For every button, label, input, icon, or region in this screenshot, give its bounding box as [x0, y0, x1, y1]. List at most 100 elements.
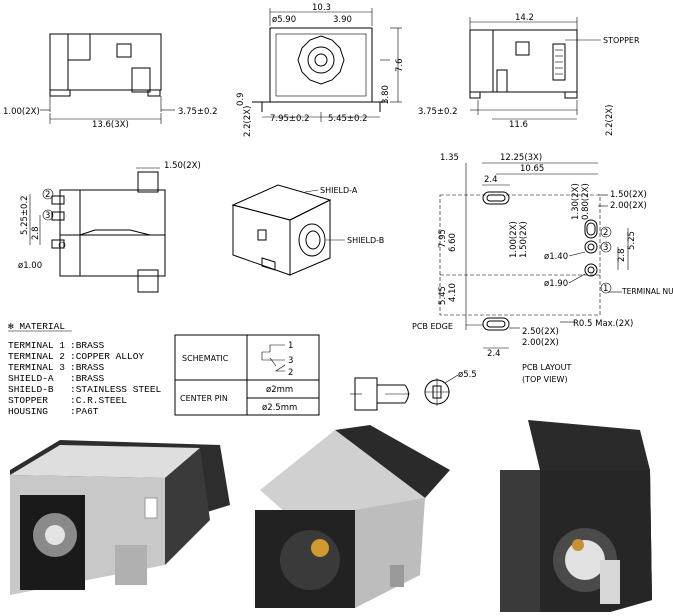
schematic-pin-1: 1 — [288, 341, 293, 351]
pcb-dim-660: 6.60 — [448, 233, 458, 252]
schematic-pin-3: 3 — [288, 356, 293, 366]
dim-right-bottom: 11.6 — [509, 120, 528, 130]
middle-side-view: 1.50(2X) 2 3 5.25±0.2 2.8 ø1.00 — [18, 161, 201, 293]
material-part: TERMINAL 1 — [8, 340, 65, 351]
top-left-side-view: 13.6(3X) 1.00(2X) 3.75±0.2 — [3, 33, 218, 130]
terminal-1-marker — [58, 241, 66, 249]
pcb-subtitle: (TOP VIEW) — [522, 375, 568, 384]
housing-outline — [49, 33, 162, 91]
pcb-dim-bottom-3: 2.4 — [487, 349, 501, 359]
material-list: ✻ MATERIAL TERMINAL 1 :BRASS TERMINAL 2 :CO… — [8, 321, 162, 417]
shield-b-label: SHIELD-B — [347, 236, 384, 245]
dim-right-top: 14.2 — [515, 13, 534, 23]
pcb-dim-525: 5.25 — [627, 231, 637, 250]
center-pin-value-2: ø2.5mm — [262, 403, 297, 413]
dim-right-left: 3.75±0.2 — [178, 107, 218, 117]
pcb-slot-top — [482, 191, 510, 205]
front-housing — [269, 27, 373, 103]
pcb-slot-bottom — [482, 317, 510, 331]
dim-side-top: 1.50(2X) — [164, 161, 201, 171]
dim-right-right: 2.2(2X) — [605, 105, 615, 136]
dim-width-left: 13.6(3X) — [92, 120, 129, 130]
pcb-outline — [439, 194, 601, 316]
material-value: :BRASS — [70, 362, 105, 373]
dim-side-v1: 5.25±0.2 — [20, 195, 30, 235]
dim-front-pin: 0.9 — [236, 92, 246, 106]
pcb-layout: 1.35 12.25(3X) 10.65 2.4 2 3 1 1.30(2X) … — [412, 153, 673, 384]
pcb-dim-100: 1.00(2X) — [509, 221, 519, 258]
schematic-table: SCHEMATIC CENTER PIN 1 3 2 ø2mm ø2.5mm — [174, 334, 320, 416]
pcb-hole-1-40: ø1.40 — [544, 252, 568, 262]
material-part: TERMINAL 3 — [8, 362, 65, 373]
material-value: :STAINLESS STEEL — [70, 384, 162, 395]
side-terminal-2: 2 — [45, 190, 50, 200]
iso-front — [289, 199, 331, 276]
dim-front-h2: 3.80 — [381, 85, 391, 104]
pcb-dim-410: 4.10 — [448, 283, 458, 302]
pcb-dim-150: 1.50(2X) — [519, 221, 529, 258]
pcb-dim-right-2: 2.00(2X) — [610, 201, 647, 211]
photo-connector-metal — [10, 440, 230, 595]
material-value: :COPPER ALLOY — [70, 351, 144, 362]
material-value: :C.R.STEEL — [70, 395, 127, 406]
stopper-part — [552, 43, 566, 81]
material-part: SHIELD-B — [8, 384, 54, 395]
pcb-dim-bottom-2: 2.00(2X) — [522, 338, 559, 348]
dim-left-left: 1.00(2X) — [3, 107, 40, 117]
pcb-dim-right-1: 1.50(2X) — [610, 190, 647, 200]
pin-dim: ø5.5 — [458, 370, 477, 380]
pcb-terminal-2: 2 — [603, 228, 608, 238]
terminal-2-marker — [42, 188, 54, 200]
terminal-number-label: TERMINAL NUMBER — [621, 287, 673, 296]
dim-front-bottom-right: 5.45±0.2 — [328, 114, 368, 124]
material-part: HOUSING — [8, 406, 48, 417]
pcb-dim-545: 5.45 — [438, 286, 448, 305]
material-value: :BRASS — [70, 340, 105, 351]
pcb-dim-130: 1.30(2X) — [571, 183, 581, 220]
pcb-dim-795: 7.95 — [438, 229, 448, 248]
pcb-slot-2 — [584, 219, 598, 239]
schematic-symbol: 1 3 2 — [261, 341, 293, 378]
dim-front-h: 7.6 — [395, 58, 405, 72]
pcb-dim-080: 0.80(2X) — [581, 183, 591, 220]
pcb-hole-1-90: ø1.90 — [544, 279, 568, 289]
material-part: SHIELD-A — [8, 373, 54, 384]
photo-connector-open — [255, 425, 450, 608]
pcb-dim-1: 1.35 — [440, 153, 459, 163]
pcb-title: PCB LAYOUT — [522, 363, 572, 372]
dim-front-bottom-left: 7.95±0.2 — [270, 114, 310, 124]
terminal-3-marker — [42, 209, 54, 221]
top-right-view: 14.2 STOPPER 3.75±0.2 11.6 2.2(2X) — [418, 13, 640, 136]
center-pin-value-1: ø2mm — [266, 385, 293, 395]
dim-right-left: 3.75±0.2 — [418, 107, 458, 117]
pin-detail: ø5.5 — [350, 370, 477, 411]
pcb-dim-28: 2.8 — [617, 248, 627, 262]
pcb-dim-4: 2.4 — [484, 175, 498, 185]
material-value: :PA6T — [70, 406, 99, 417]
isometric-view: SHIELD-A SHIELD-B — [231, 184, 384, 276]
center-pin-label: CENTER PIN — [180, 394, 228, 403]
pcb-dim-2: 12.25(3X) — [500, 153, 542, 163]
pcb-dim-bottom-1: 2.50(2X) — [522, 327, 559, 337]
material-part: TERMINAL 2 — [8, 351, 65, 362]
pcb-terminal-1: 1 — [603, 284, 608, 294]
schematic-pin-2: 2 — [288, 368, 293, 378]
side-housing — [59, 189, 166, 277]
stopper-label: STOPPER — [603, 36, 640, 45]
material-value: :BRASS — [70, 373, 105, 384]
dim-side-hole: ø1.00 — [18, 261, 42, 271]
material-heading: ✻ MATERIAL — [8, 321, 65, 332]
pcb-hole-1 — [584, 263, 598, 277]
side-terminal-3: 3 — [45, 211, 50, 221]
dim-side-v2: 2.8 — [31, 226, 41, 240]
front-socket — [297, 35, 345, 85]
right-housing — [469, 29, 578, 93]
schematic-label: SCHEMATIC — [182, 354, 229, 363]
dim-front-top2: 3.90 — [333, 15, 352, 25]
shield-a-label: SHIELD-A — [320, 186, 358, 195]
pcb-dim-3: 10.65 — [520, 164, 544, 174]
material-part: STOPPER — [8, 395, 48, 406]
dim-front-hole: ø5.90 — [272, 15, 296, 25]
photo-connector-black — [500, 420, 652, 612]
